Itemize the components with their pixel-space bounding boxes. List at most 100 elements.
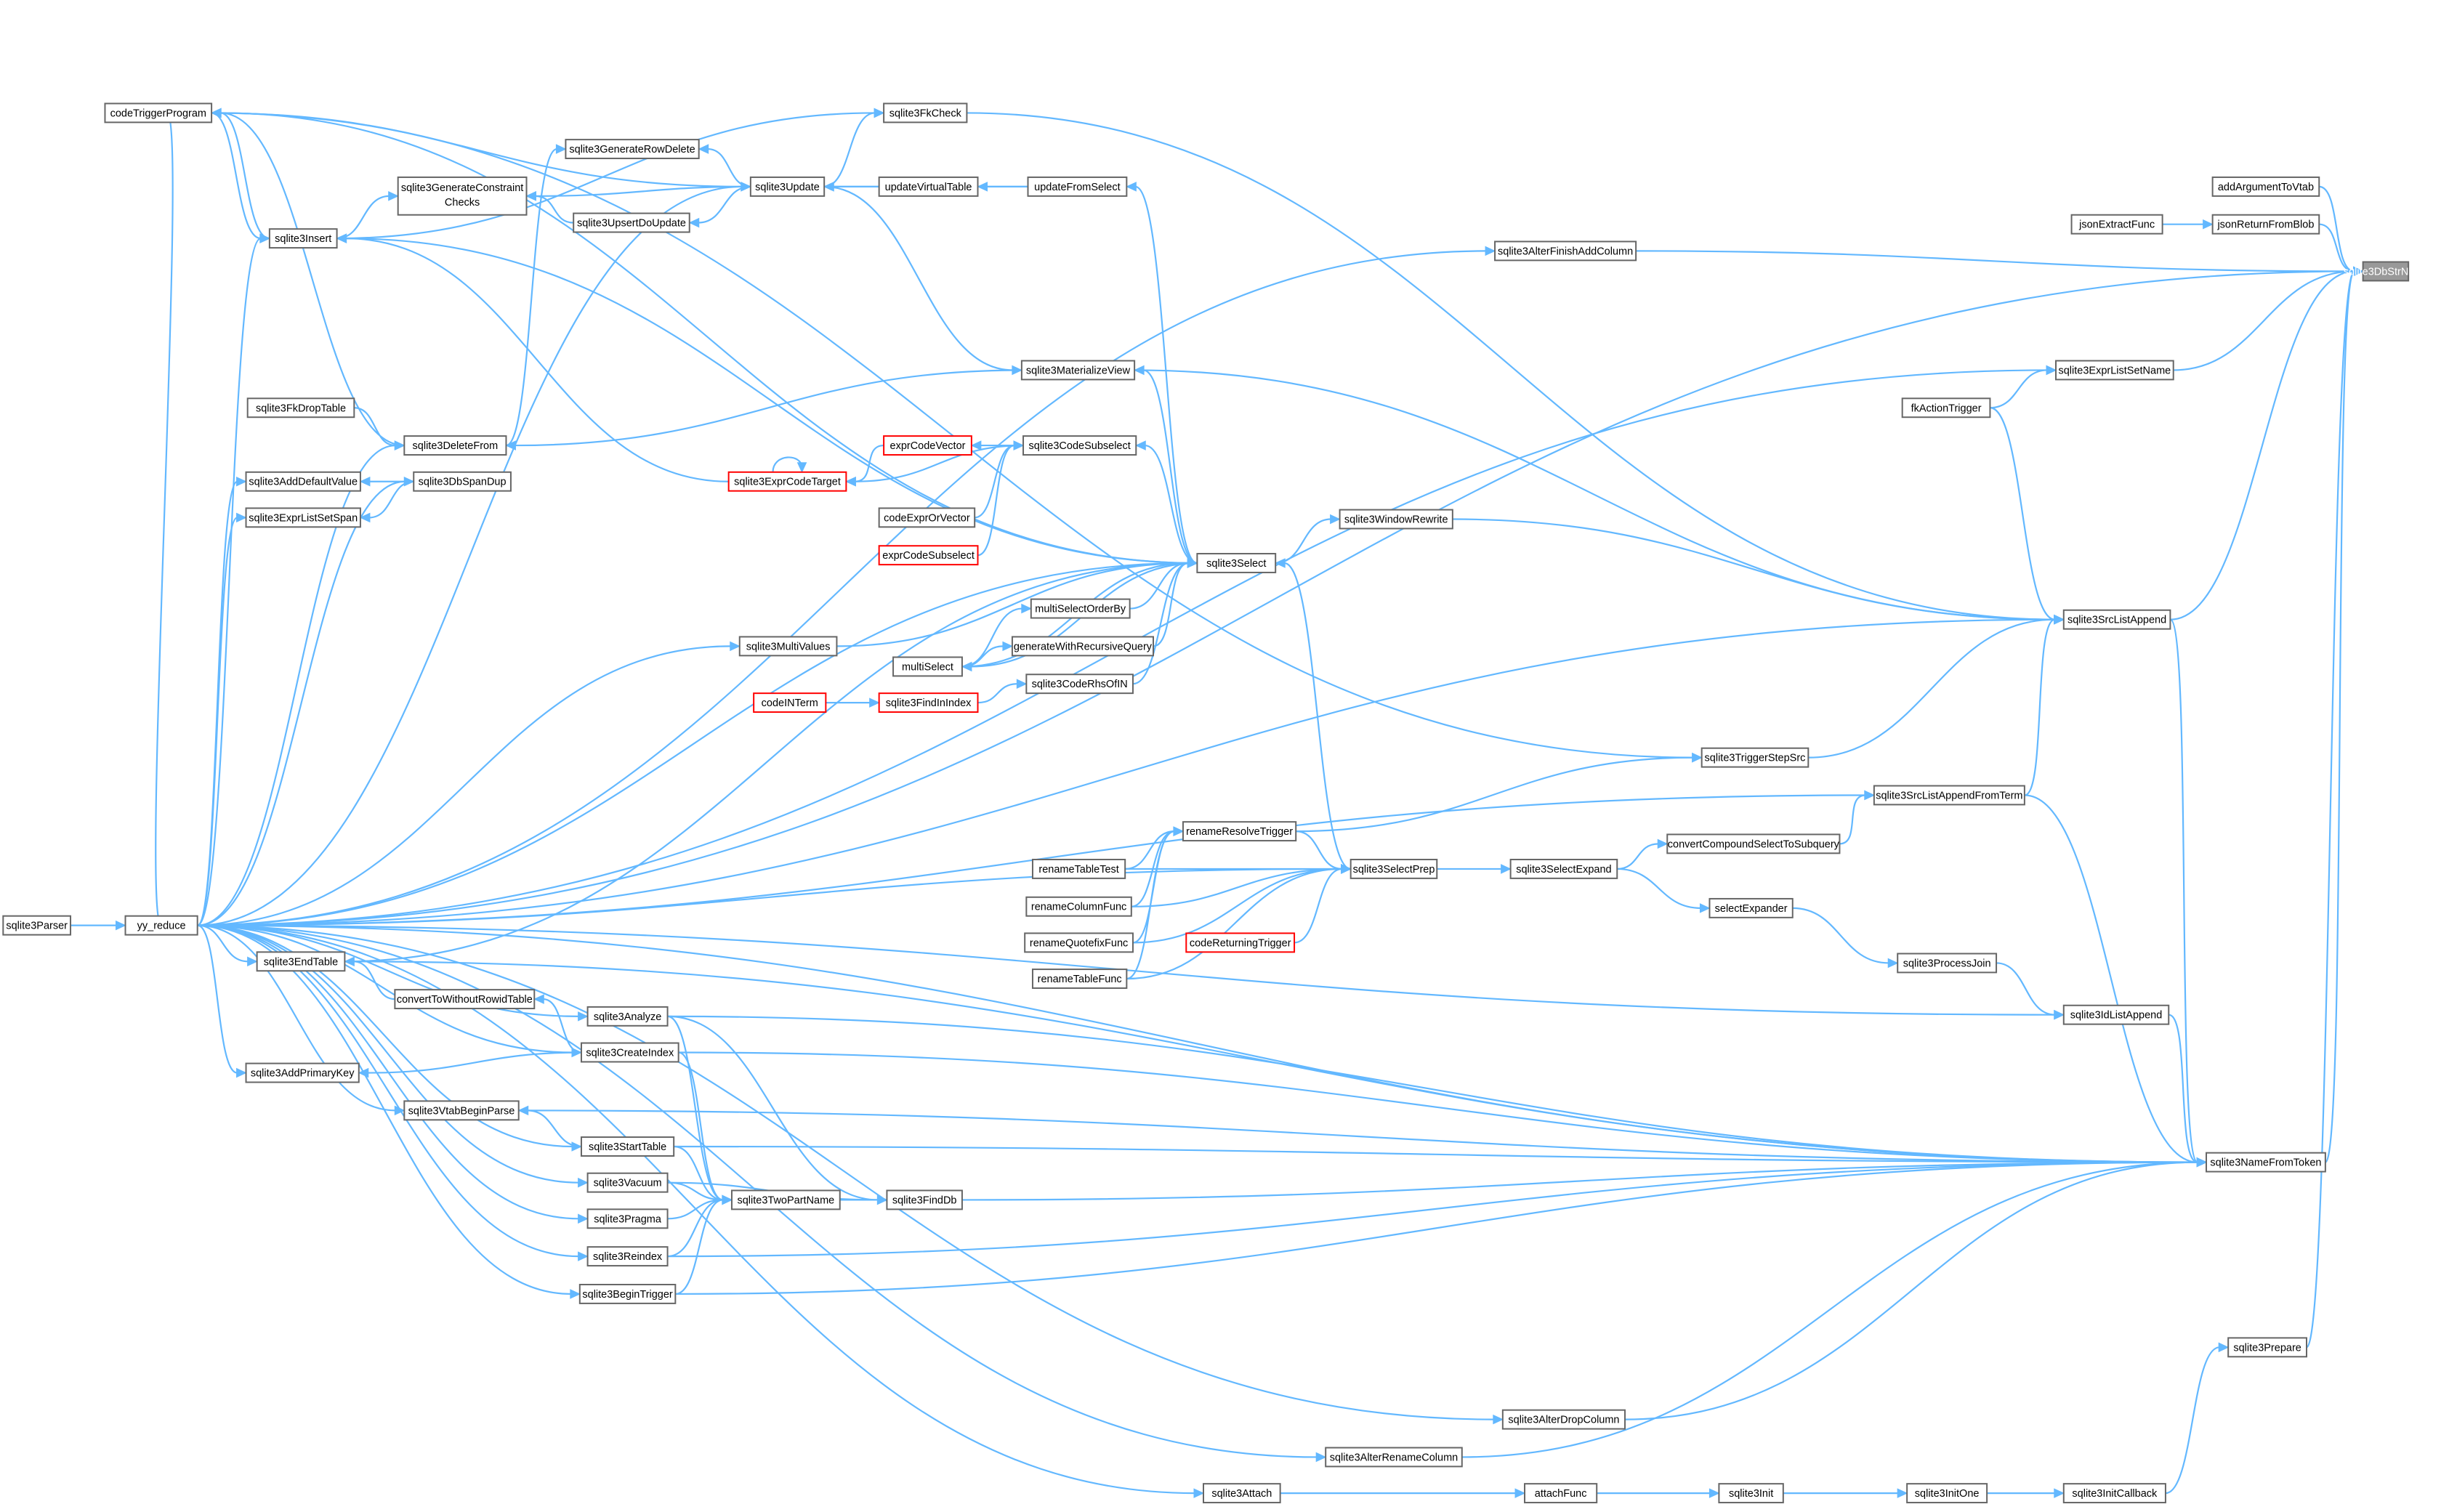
node-box[interactable]: [397, 176, 528, 216]
node-sqlite3-two-part-name[interactable]: sqlite3TwoPartName: [730, 1189, 841, 1210]
node-convert-to-without-rowid-table[interactable]: convertToWithoutRowidTable: [394, 989, 536, 1010]
node-box[interactable]: [394, 989, 536, 1010]
node-box[interactable]: [578, 1283, 677, 1304]
node-box[interactable]: [2211, 214, 2320, 235]
node-box[interactable]: [245, 507, 361, 528]
node-box[interactable]: [268, 228, 338, 249]
node-box[interactable]: [124, 915, 198, 936]
node-box[interactable]: [1196, 553, 1277, 573]
node-box[interactable]: [749, 176, 826, 197]
node-select-expander[interactable]: selectExpander: [1708, 897, 1794, 918]
node-sqlite3-generate-row-delete[interactable]: sqlite3GenerateRowDelete: [565, 139, 700, 160]
node-sqlite3-expr-code-target[interactable]: sqlite3ExprCodeTarget: [727, 471, 847, 492]
node-multi-select-order-by[interactable]: multiSelectOrderBy: [1030, 598, 1131, 619]
node-box[interactable]: [1501, 1409, 1626, 1430]
node-sqlite3-expr-list-set-span[interactable]: sqlite3ExprListSetSpan: [245, 507, 361, 528]
node-box[interactable]: [1339, 509, 1453, 530]
node-sqlite3-trigger-step-src[interactable]: sqlite3TriggerStepSrc: [1700, 747, 1810, 768]
node-sqlite3-name-from-token[interactable]: sqlite3NameFromToken: [2206, 1152, 2326, 1173]
node-box[interactable]: [1708, 897, 1794, 918]
node-box[interactable]: [413, 471, 512, 492]
node-box[interactable]: [1700, 747, 1810, 768]
node-box[interactable]: [727, 471, 847, 492]
node-box[interactable]: [878, 545, 979, 566]
node-box[interactable]: [2055, 360, 2174, 381]
node-box[interactable]: [2206, 1152, 2326, 1173]
node-box[interactable]: [1349, 858, 1438, 879]
node-box[interactable]: [1524, 1483, 1598, 1504]
node-rename-quotefix-func[interactable]: renameQuotefixFunc: [1024, 932, 1134, 953]
node-sqlite3-end-table[interactable]: sqlite3EndTable: [256, 951, 346, 972]
node-yy-reduce[interactable]: yy_reduce: [124, 915, 198, 936]
node-rename-table-test[interactable]: renameTableTest: [1031, 858, 1126, 879]
node-box[interactable]: [1494, 240, 1637, 262]
node-sqlite3-prepare[interactable]: sqlite3Prepare: [2227, 1337, 2307, 1358]
node-expr-code-subselect[interactable]: exprCodeSubselect: [878, 545, 979, 566]
node-sqlite3-id-list-append[interactable]: sqlite3IdListAppend: [2062, 1004, 2170, 1025]
node-sqlite3-expr-list-set-name[interactable]: sqlite3ExprListSetName: [2055, 360, 2174, 381]
node-attach-func[interactable]: attachFunc: [1524, 1483, 1598, 1504]
node-box[interactable]: [580, 1042, 679, 1063]
node-box[interactable]: [245, 471, 361, 492]
node-box[interactable]: [1906, 1483, 1988, 1504]
node-box[interactable]: [1718, 1483, 1784, 1504]
node-sqlite3-code-rhs-of-in[interactable]: sqlite3CodeRhsOfIN: [1025, 674, 1134, 695]
node-sqlite3-init-one[interactable]: sqlite3InitOne: [1906, 1483, 1988, 1504]
node-sqlite3-db-span-dup[interactable]: sqlite3DbSpanDup: [413, 471, 512, 492]
node-box[interactable]: [1025, 674, 1134, 695]
node-sqlite3-code-subselect[interactable]: sqlite3CodeSubselect: [1022, 435, 1137, 456]
node-box[interactable]: [1509, 858, 1618, 879]
node-box[interactable]: [892, 656, 963, 677]
node-sqlite3-find-in-index[interactable]: sqlite3FindInIndex: [878, 692, 979, 713]
node-box[interactable]: [738, 636, 838, 657]
node-generate-with-recursive-query[interactable]: generateWithRecursiveQuery: [1011, 636, 1154, 657]
node-sqlite3-start-table[interactable]: sqlite3StartTable: [580, 1136, 675, 1157]
node-box[interactable]: [1185, 932, 1296, 953]
node-sqlite3-alter-drop-column[interactable]: sqlite3AlterDropColumn: [1501, 1409, 1626, 1430]
node-fk-action-trigger[interactable]: fkActionTrigger: [1901, 397, 1991, 419]
node-sqlite3-select-prep[interactable]: sqlite3SelectPrep: [1349, 858, 1438, 879]
node-box[interactable]: [403, 435, 507, 456]
node-sqlite3-parser[interactable]: sqlite3Parser: [2, 915, 72, 936]
node-box[interactable]: [1031, 858, 1126, 879]
node-box[interactable]: [2062, 1483, 2166, 1504]
node-rename-column-func[interactable]: renameColumnFunc: [1025, 896, 1132, 917]
node-box[interactable]: [878, 176, 979, 197]
node-box[interactable]: [2062, 609, 2171, 630]
node-sqlite3-select-expand[interactable]: sqlite3SelectExpand: [1509, 858, 1618, 879]
node-expr-code-vector[interactable]: exprCodeVector: [883, 435, 972, 456]
node-box[interactable]: [2070, 214, 2163, 235]
node-box[interactable]: [1031, 969, 1128, 989]
node-sqlite3-init-callback[interactable]: sqlite3InitCallback: [2062, 1483, 2166, 1504]
node-box[interactable]: [883, 435, 972, 456]
node-add-argument-to-vtab[interactable]: addArgumentToVtab: [2211, 176, 2320, 197]
node-box[interactable]: [1203, 1483, 1281, 1504]
node-sqlite3-create-index[interactable]: sqlite3CreateIndex: [580, 1042, 679, 1063]
node-update-virtual-table[interactable]: updateVirtualTable: [878, 176, 979, 197]
node-box[interactable]: [586, 1172, 669, 1193]
node-box[interactable]: [580, 1136, 675, 1157]
node-box[interactable]: [1897, 953, 1998, 974]
node-sqlite3-alter-finish-add-column[interactable]: sqlite3AlterFinishAddColumn: [1494, 240, 1637, 262]
node-json-extract-func[interactable]: jsonExtractFunc: [2070, 214, 2163, 235]
node-sqlite3-fk-drop-table[interactable]: sqlite3FkDropTable: [246, 397, 355, 419]
node-sqlite3-materialize-view[interactable]: sqlite3MaterializeView: [1020, 360, 1136, 381]
node-multi-select[interactable]: multiSelect: [892, 656, 963, 677]
node-rename-resolve-trigger[interactable]: renameResolveTrigger: [1182, 821, 1297, 842]
node-box[interactable]: [1325, 1447, 1463, 1468]
node-sqlite3-upsert-do-update[interactable]: sqlite3UpsertDoUpdate: [573, 212, 690, 233]
node-box[interactable]: [586, 1208, 669, 1229]
node-box[interactable]: [256, 951, 346, 972]
node-code-returning-trigger[interactable]: codeReturningTrigger: [1185, 932, 1296, 953]
node-box[interactable]: [245, 1062, 360, 1083]
node-box[interactable]: [1027, 176, 1128, 197]
node-box[interactable]: [2227, 1337, 2307, 1358]
node-sqlite3-reindex[interactable]: sqlite3Reindex: [586, 1246, 669, 1267]
node-sqlite3-analyze[interactable]: sqlite3Analyze: [586, 1006, 669, 1027]
node-box[interactable]: [2, 915, 72, 936]
node-box[interactable]: [1025, 896, 1132, 917]
node-sqlite3-fk-check[interactable]: sqlite3FkCheck: [883, 102, 968, 124]
node-sqlite3-db-str-ndup[interactable]: sqlite3DbStrNDup: [2344, 261, 2428, 282]
node-box[interactable]: [883, 102, 968, 124]
